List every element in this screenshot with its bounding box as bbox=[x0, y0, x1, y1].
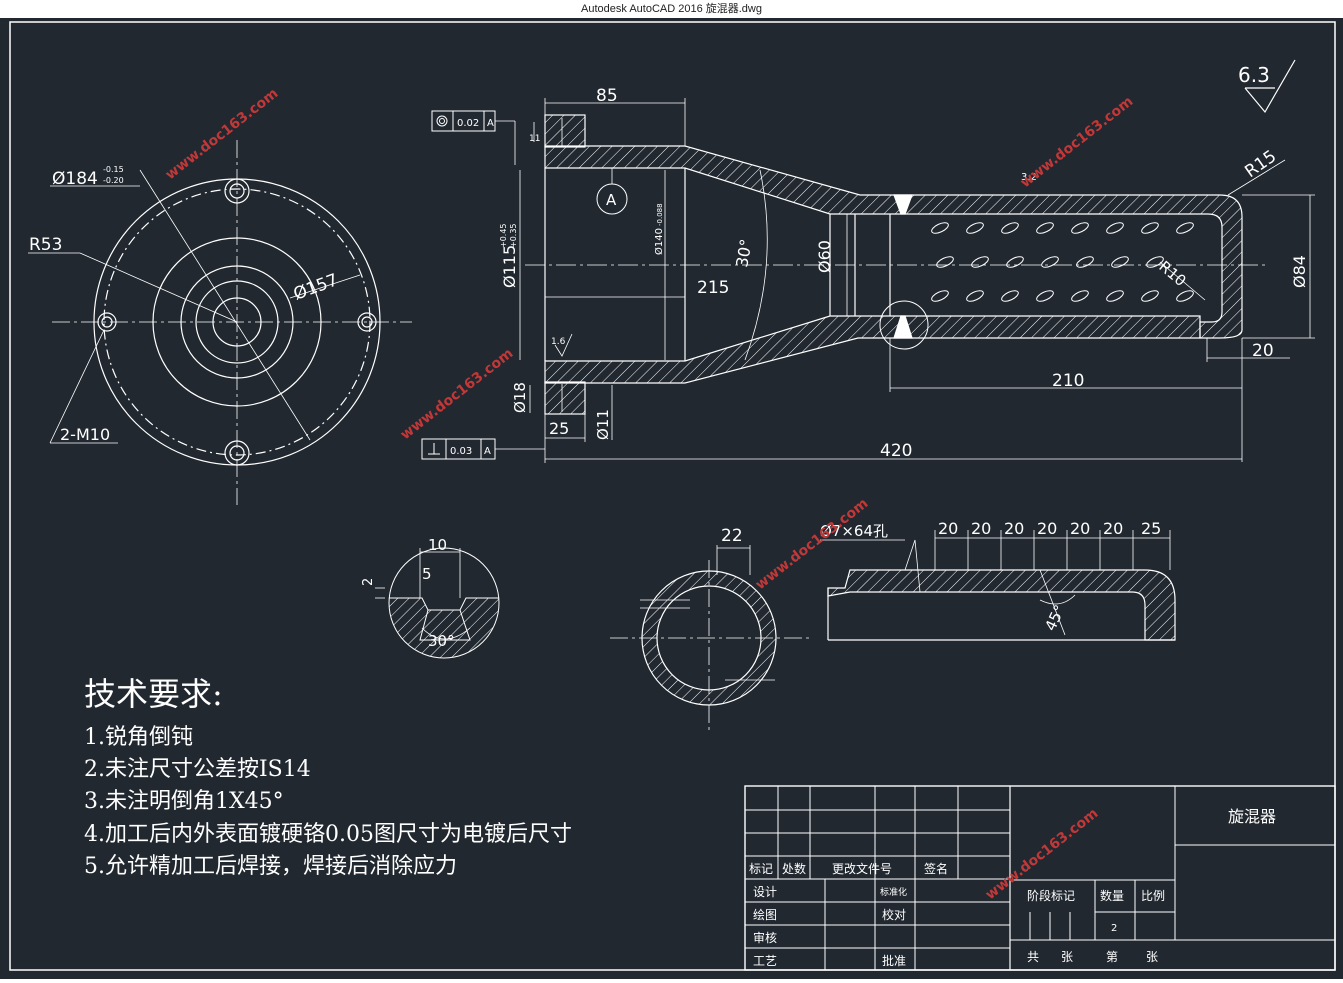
spacing-7: 25 bbox=[1141, 519, 1161, 538]
dia-18: Ø18 bbox=[511, 382, 529, 413]
dia-60: Ø60 bbox=[815, 240, 834, 273]
hole-angle: 45° bbox=[1041, 602, 1069, 634]
sheet-label: 张 bbox=[1061, 950, 1073, 964]
spacing-5: 20 bbox=[1070, 519, 1090, 538]
dia-84: Ø84 bbox=[1290, 255, 1309, 288]
gtol-bottom-value: 0.03 bbox=[450, 446, 472, 457]
tol-115-lower: +0.35 bbox=[509, 223, 518, 248]
quantity-label: 数量 bbox=[1100, 888, 1124, 903]
gtol-top bbox=[431, 110, 496, 132]
spacing-2: 20 bbox=[971, 519, 991, 538]
dia-11: Ø11 bbox=[594, 409, 612, 440]
gtol-top-value: 0.02 bbox=[457, 118, 479, 129]
roughness-symbol-main bbox=[1244, 59, 1296, 114]
standardize-label: 标准化 bbox=[880, 886, 907, 898]
dia-157-label: Ø157 bbox=[291, 270, 341, 304]
header-sign: 签名 bbox=[924, 861, 948, 876]
header-change: 更改文件号 bbox=[832, 861, 892, 876]
requirement-4: 4.加工后内外表面镀硬铬0.05图尺寸为电镀后尺寸 bbox=[84, 822, 572, 847]
spacing-3: 20 bbox=[1004, 519, 1024, 538]
row-process: 工艺 bbox=[753, 954, 777, 968]
gtol-bottom-datum: A bbox=[484, 446, 491, 457]
scale-label: 比例 bbox=[1141, 889, 1165, 903]
row-review: 审核 bbox=[753, 930, 777, 945]
nth-label: 第 bbox=[1106, 950, 1118, 964]
drawing-canvas[interactable]: Ø184 -0.15 -0.20 R53 Ø157 2-M10 bbox=[0, 18, 1343, 979]
requirements-title: 技术要求: bbox=[84, 675, 223, 713]
datum-a: A bbox=[606, 191, 617, 209]
tol-184-lower: -0.20 bbox=[103, 176, 124, 185]
total-label: 共 bbox=[1027, 950, 1039, 964]
r15-label: R15 bbox=[1241, 147, 1280, 183]
detail-dim-10: 10 bbox=[428, 536, 447, 554]
dim-20-right: 20 bbox=[1252, 341, 1274, 361]
dim-210: 210 bbox=[1052, 371, 1084, 391]
spacing-1: 20 bbox=[938, 519, 958, 538]
spacing-6: 20 bbox=[1103, 519, 1123, 538]
main-section[interactable] bbox=[495, 98, 1315, 463]
end-view[interactable] bbox=[28, 140, 412, 505]
dim-215: 215 bbox=[697, 278, 729, 298]
detail-angle: 30° bbox=[428, 632, 455, 650]
watermark: www.doc163.com bbox=[398, 345, 517, 443]
detail-dim-5: 5 bbox=[422, 565, 432, 583]
roughness-symbol-small bbox=[554, 333, 573, 357]
header-mark: 标记 bbox=[749, 862, 773, 876]
requirement-3: 3.未注明倒角1X45° bbox=[84, 789, 284, 814]
header-count: 处数 bbox=[782, 861, 806, 876]
row-draw: 绘图 bbox=[753, 907, 777, 922]
thread-label: 2-M10 bbox=[60, 425, 110, 444]
stage-label: 阶段标记 bbox=[1027, 888, 1075, 903]
spacing-4: 20 bbox=[1037, 519, 1057, 538]
dim-25: 25 bbox=[549, 419, 569, 438]
r53-label: R53 bbox=[29, 235, 62, 255]
row-design: 设计 bbox=[753, 885, 777, 899]
quantity-value: 2 bbox=[1111, 923, 1117, 934]
approve-label: 批准 bbox=[882, 953, 906, 968]
angle-30: 30° bbox=[732, 237, 756, 268]
roughness-16: 1.6 bbox=[551, 337, 566, 347]
ring-dim-22: 22 bbox=[721, 526, 743, 546]
roughness-32: 3.2 bbox=[1021, 172, 1037, 183]
tol-140: -0.088 bbox=[656, 203, 664, 226]
tol-115-upper: +0.45 bbox=[499, 223, 508, 248]
hole-profile[interactable] bbox=[820, 530, 1176, 641]
ring-section[interactable] bbox=[610, 545, 810, 730]
drawing-border bbox=[9, 21, 1336, 971]
check-label: 校对 bbox=[882, 907, 906, 922]
dia-115: Ø115 bbox=[500, 245, 519, 288]
watermark: www.doc163.com bbox=[163, 85, 282, 183]
title-block bbox=[744, 785, 1336, 971]
hole-spec: Ø7×64孔 bbox=[820, 522, 888, 540]
dia-184-label: Ø184 bbox=[52, 169, 98, 189]
requirement-5: 5.允许精加工后焊接，焊接后消除应力 bbox=[84, 854, 457, 879]
sheet-label-2: 张 bbox=[1146, 950, 1158, 964]
detail-dim-2: 2 bbox=[361, 578, 376, 586]
dia-140: Ø140 bbox=[653, 228, 665, 255]
weld-detail[interactable] bbox=[375, 547, 505, 660]
watermark: www.doc163.com bbox=[1018, 93, 1137, 191]
gtol-bottom bbox=[421, 438, 496, 460]
requirement-1: 1.锐角倒钝 bbox=[84, 725, 193, 750]
part-name: 旋混器 bbox=[1228, 807, 1276, 826]
tol-184-upper: -0.15 bbox=[103, 165, 124, 174]
window-title: Autodesk AutoCAD 2016 旋混器.dwg bbox=[0, 0, 1343, 18]
gtol-top-datum: A bbox=[487, 118, 494, 129]
requirement-2: 2.未注尺寸公差按IS14 bbox=[84, 757, 311, 782]
dim-420: 420 bbox=[880, 441, 912, 461]
cad-drawing[interactable]: Ø184 -0.15 -0.20 R53 Ø157 2-M10 bbox=[0, 18, 1343, 979]
dim-11-flange: 11 bbox=[529, 134, 540, 144]
roughness-63: 6.3 bbox=[1238, 63, 1270, 87]
dim-85: 85 bbox=[596, 86, 618, 106]
